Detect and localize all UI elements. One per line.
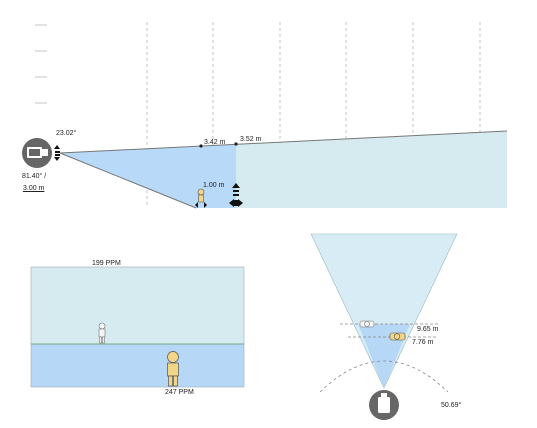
mount-height-label[interactable]: 3.00 m <box>23 185 45 192</box>
far-person-icon <box>98 322 106 344</box>
outer-coverage-cone <box>310 233 458 389</box>
bottom-ppm-label: 247 PPM <box>165 389 194 396</box>
upper-fov-ray <box>59 130 508 154</box>
near-coverage-area <box>60 144 236 208</box>
near-distance-label: 3.42 m <box>204 139 226 146</box>
height-scale <box>35 24 47 104</box>
near-person-top-icon <box>389 332 406 341</box>
tilt-handle-icon[interactable] <box>54 145 60 161</box>
camera-side-icon[interactable] <box>22 138 52 168</box>
near-person-icon <box>167 351 179 387</box>
top-ppm-label: 199 PPM <box>92 260 121 267</box>
near-distance-top-label: 7.76 m <box>412 339 434 346</box>
range-arc <box>319 360 449 393</box>
far-distance-marker <box>234 142 238 146</box>
lower-resolution-area <box>30 343 245 388</box>
side-view-diagram <box>22 22 508 209</box>
upper-resolution-area <box>30 266 245 345</box>
tilt-angle-label: 23.02° <box>56 130 77 137</box>
far-coverage-area <box>236 131 507 208</box>
target-figure-icon[interactable] <box>195 188 207 208</box>
fov-angle-label: 81.40° / <box>22 173 47 180</box>
far-distance-label: 3.52 m <box>240 136 262 143</box>
camera-top-icon <box>369 390 399 420</box>
far-person-top-icon <box>359 320 375 328</box>
inner-coverage-cone <box>358 324 410 388</box>
near-distance-marker <box>199 144 203 148</box>
distance-grid <box>146 22 481 208</box>
distance-handle-icon[interactable] <box>229 183 243 207</box>
lower-fov-ray <box>59 152 197 209</box>
far-distance-top-label: 9.65 m <box>417 326 439 333</box>
hfov-angle-label: 50.69° <box>441 402 462 409</box>
target-height-label: 1.00 m <box>203 182 225 189</box>
